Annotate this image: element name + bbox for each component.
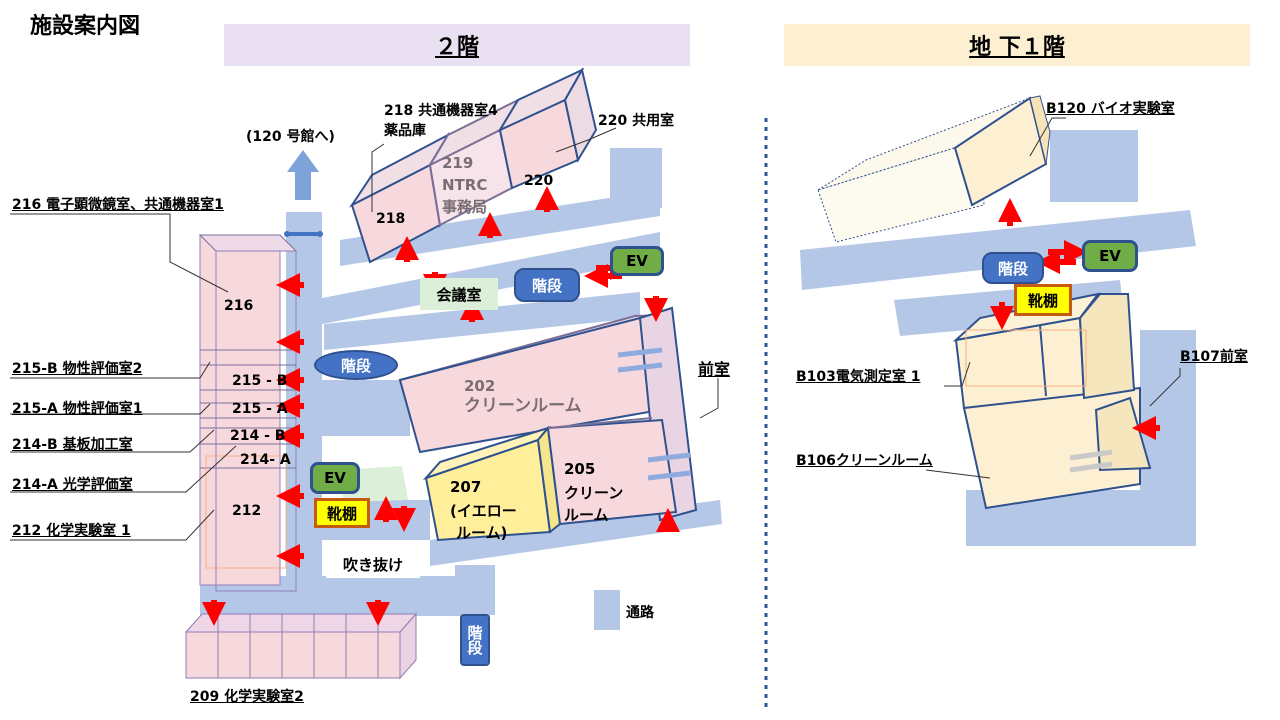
room-219-id-line1: 219 [442,154,474,172]
room-205-id-line2: クリーン [564,484,624,502]
room-207-id-line2: (イエロー [450,502,517,520]
label-209[interactable]: 209 化学実験室2 [190,689,304,705]
label-b120[interactable]: B120 バイオ実験室 [1046,101,1175,117]
shoe-rack-2f[interactable]: 靴棚 [314,498,370,528]
room-219-id-line2: NTRC [442,176,488,194]
floorB1-header: 地 下１階 [784,24,1250,66]
room-215b-id: 215 - B [232,373,288,389]
red-arrows-2f [202,186,680,626]
label-218-line2[interactable]: 薬品庫 [384,123,426,139]
red-arrows-b1 [990,198,1160,440]
label-anteroom[interactable]: 前室 [698,360,731,379]
stairs-b1[interactable]: 階段 [982,252,1044,284]
label-214b[interactable]: 214-B 基板加工室 [12,437,133,453]
grey-direction-arrows-2f [617,347,691,481]
b1-main-block [952,292,1152,510]
label-b107[interactable]: B107前室 [1180,349,1248,365]
floor2-header: ２階 [224,24,690,66]
label-215b[interactable]: 215-B 物性評価室2 [12,361,143,377]
room-202-id-line1: 202 [464,377,496,395]
room-220-id: 220 [524,173,554,189]
room-214b-id: 214 - B [230,428,286,444]
label-b103[interactable]: B103電気測定室 1 [796,369,921,385]
b120-row [817,95,1051,243]
meeting-room[interactable]: 会議室 [420,278,498,310]
grey-direction-arrows-b1 [1069,449,1113,473]
room-202-id-line2: クリーンルーム [464,396,582,416]
room-205-id-line1: 205 [564,460,596,478]
ev-top-2f[interactable]: EV [610,246,664,276]
room-214a-id: 214- A [240,452,291,468]
bridge-node-right [317,231,323,237]
to-120-arrow [287,150,319,200]
stairs-bottom-2f[interactable]: 階段 [460,614,490,666]
label-220[interactable]: 220 共用室 [598,113,675,129]
label-215a[interactable]: 215-A 物性評価室1 [12,401,143,417]
label-218-line1[interactable]: 218 共通機器室4 [384,103,498,119]
west-room-column [198,234,298,592]
label-212[interactable]: 212 化学実験室 1 [12,523,131,539]
room-215a-id: 215 - A [232,401,288,417]
room-216-id: 216 [224,298,254,314]
room-207-id-line3: ルーム) [456,524,508,542]
room-219-id-line3: 事務局 [442,198,488,216]
room-207-id-line1: 207 [450,478,482,496]
room-209-boxes [184,612,418,680]
room-212-id: 212 [232,503,262,519]
label-b106[interactable]: B106クリーンルーム [796,453,933,469]
stairs-top-2f[interactable]: 階段 [514,268,580,302]
room-205-id-line3: ルーム [564,506,609,524]
label-216[interactable]: 216 電子顕微鏡室、共通機器室1 [12,197,224,213]
ev-b1[interactable]: EV [1082,240,1138,272]
floorB1-passages [800,130,1196,546]
north-rooms [349,67,598,264]
ev-lower-2f[interactable]: EV [310,462,360,494]
room-218-id: 218 [376,211,406,227]
stairs-left-2f[interactable]: 階段 [314,350,398,380]
leader-lines-2f [10,127,719,541]
shoe-rack-b1[interactable]: 靴棚 [1014,284,1072,316]
bridge-node-left [284,231,290,237]
legend-passage-label: 通路 [626,605,654,621]
rooms-207-205 [422,417,678,542]
page-title: 施設案内図 [30,14,141,39]
bridge-bar [287,232,319,236]
cleanroom-202 [398,306,698,522]
label-214a[interactable]: 214-A 光学評価室 [12,477,133,493]
legend-passage-swatch [594,590,620,630]
to-120-label: (120 号館へ) [246,129,335,145]
leader-lines-b1 [925,117,1181,479]
atrium: 吹き抜け [326,550,420,578]
